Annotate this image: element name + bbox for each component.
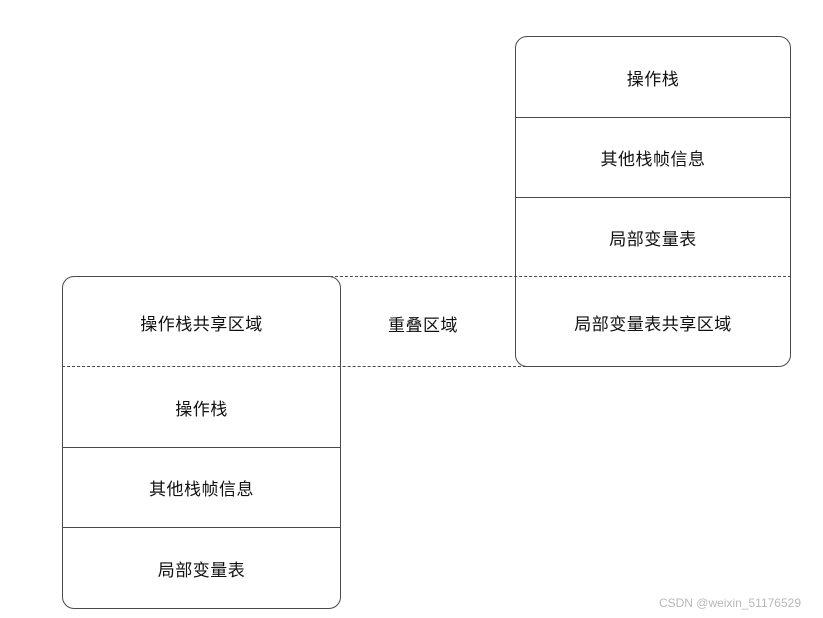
lower-shared-operand-stack: 操作栈共享区域 xyxy=(140,314,263,335)
lower-operand-stack: 操作栈 xyxy=(175,399,228,420)
upper-divider-2 xyxy=(516,197,790,198)
lower-divider-1 xyxy=(63,447,340,448)
upper-stack-frame: 操作栈 其他栈帧信息 局部变量表 局部变量表共享区域 xyxy=(515,36,791,367)
lower-local-variables: 局部变量表 xyxy=(157,560,246,581)
overlap-top-dashed-line xyxy=(330,276,791,277)
upper-local-variables: 局部变量表 xyxy=(609,229,697,250)
upper-operand-stack: 操作栈 xyxy=(626,69,680,90)
upper-divider-1 xyxy=(516,117,790,118)
lower-divider-2 xyxy=(63,527,340,528)
watermark: CSDN @weixin_51176529 xyxy=(658,596,801,610)
lower-stack-frame: 操作栈共享区域 操作栈 其他栈帧信息 局部变量表 xyxy=(62,276,341,609)
lower-other-frame-info: 其他栈帧信息 xyxy=(149,479,254,500)
upper-shared-local-variables: 局部变量表共享区域 xyxy=(574,314,732,335)
overlap-region-label: 重叠区域 xyxy=(388,316,458,336)
upper-other-frame-info: 其他栈帧信息 xyxy=(600,149,706,170)
overlap-bottom-dashed-line xyxy=(62,366,526,367)
